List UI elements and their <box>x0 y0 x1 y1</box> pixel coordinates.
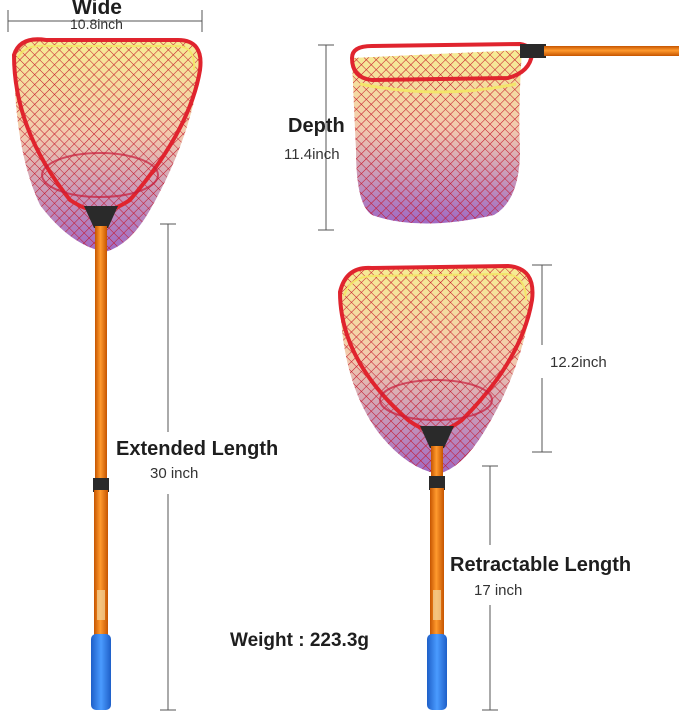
extended-length-dimension-line <box>160 223 176 711</box>
retracted-handle <box>427 446 447 710</box>
left-net-connector <box>84 206 118 228</box>
extended-handle <box>91 226 111 710</box>
depth-net-handle <box>544 46 679 56</box>
depth-label: Depth <box>288 115 345 137</box>
right-net-hoop <box>337 263 535 433</box>
depth-value: 11.4inch <box>284 146 340 163</box>
right-net-connector <box>420 426 454 448</box>
depth-net-connector <box>520 44 546 58</box>
extended-net <box>11 37 203 252</box>
retractable-length-value: 17 inch <box>474 582 523 599</box>
retractable-length-label: Retractable Length <box>450 554 632 576</box>
hoop-height-value: 12.2inch <box>550 354 607 371</box>
hoop-height-dimension-line <box>532 264 552 453</box>
extended-length-label: Extended Length <box>116 438 279 460</box>
extended-length-value: 30 inch <box>150 465 199 482</box>
retracted-net <box>337 263 535 474</box>
depth-view-net <box>349 41 679 224</box>
weight-label: Weight : 223.3g <box>230 630 370 651</box>
wide-label: Wide <box>72 0 122 19</box>
retracted-handle-grip <box>427 634 447 710</box>
wide-value: 10.8inch <box>70 16 123 32</box>
extended-handle-grip <box>91 634 111 710</box>
wide-dimension-line <box>7 10 203 32</box>
retractable-length-dimension-line <box>482 465 498 711</box>
depth-dimension-line <box>318 44 334 231</box>
left-net-hoop <box>11 37 203 213</box>
